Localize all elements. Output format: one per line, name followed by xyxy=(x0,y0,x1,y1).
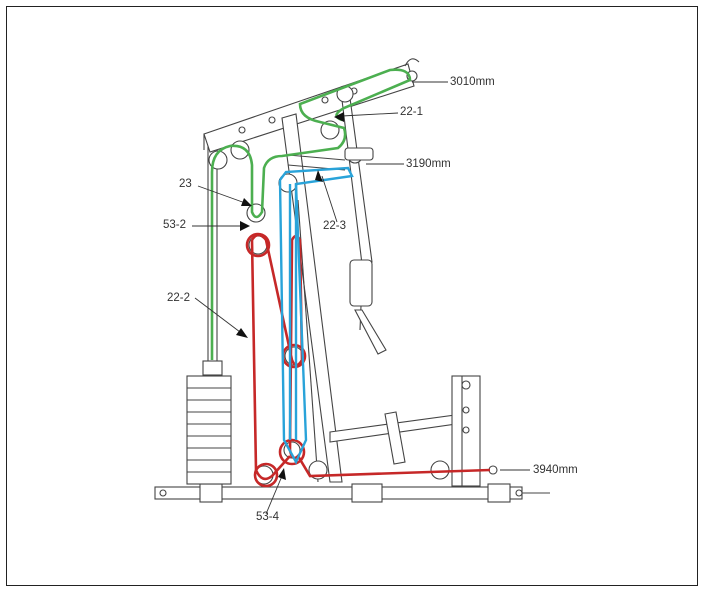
cable-label-22-2: 22-2 xyxy=(167,292,191,304)
pulley-label-53-2: 53-2 xyxy=(163,219,187,231)
cable-label-22-1: 22-1 xyxy=(400,106,424,118)
base-frame xyxy=(154,483,550,503)
length-label-3010: 3010mm xyxy=(450,76,495,88)
page-border xyxy=(6,6,698,586)
length-label-3940: 3940mm xyxy=(533,464,578,476)
leaders xyxy=(192,81,530,515)
main-frame xyxy=(203,58,498,487)
length-label-3190: 3190mm xyxy=(406,158,451,170)
cable-22-3-blue xyxy=(278,166,354,465)
cable-label-22-3: 22-3 xyxy=(323,220,347,232)
cable-22-1-green xyxy=(210,68,412,360)
weight-stack xyxy=(186,140,232,485)
pulley-label-53-4: 53-4 xyxy=(256,511,280,523)
cable-label-23: 23 xyxy=(179,178,192,190)
